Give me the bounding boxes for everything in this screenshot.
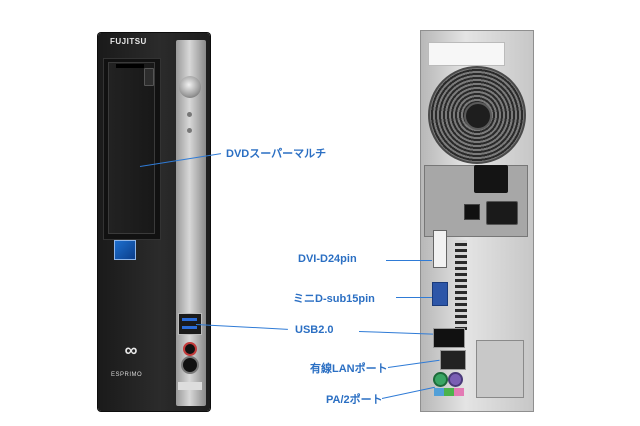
fujitsu-logo: FUJITSU (110, 37, 147, 46)
lan-port (440, 350, 466, 370)
dvi-port (433, 230, 447, 268)
mic-jack (183, 342, 197, 356)
status-led (187, 112, 192, 117)
callout-line-vga (396, 297, 432, 298)
fan-hub (464, 102, 492, 130)
dvd-drive (108, 62, 155, 234)
label-dvd: DVDスーパーマルチ (226, 148, 327, 160)
label-dvi: DVI-D24pin (298, 253, 357, 265)
front-sticker (178, 382, 202, 390)
label-lan: 有線LANポート (310, 363, 388, 375)
callout-line-dvi (386, 260, 432, 261)
intel-badge (114, 240, 136, 260)
dvd-slot (116, 64, 144, 68)
rear-usb-ports (433, 328, 465, 348)
front-usb-port (178, 313, 202, 335)
power-outlet (474, 165, 508, 193)
vga-port (432, 282, 448, 306)
expansion-slot (476, 340, 524, 398)
rear-sticker (428, 42, 505, 66)
ps2-mouse-port (433, 372, 448, 387)
power-button (179, 76, 201, 98)
ps2-keyboard-port (448, 372, 463, 387)
status-led (187, 128, 192, 133)
headphone-jack (181, 356, 199, 374)
label-vga: ミニD-sub15pin (293, 293, 375, 305)
infinity-emblem: ∞ (124, 340, 138, 360)
audio-jacks (434, 388, 464, 396)
eject-button (144, 68, 154, 86)
power-inlet (486, 201, 518, 225)
vent-strip (455, 240, 467, 330)
label-ps2: PA/2ポート (326, 394, 383, 406)
label-usb: USB2.0 (295, 324, 334, 336)
power-switch (464, 204, 480, 220)
model-name: ESPRIMO (111, 372, 143, 378)
